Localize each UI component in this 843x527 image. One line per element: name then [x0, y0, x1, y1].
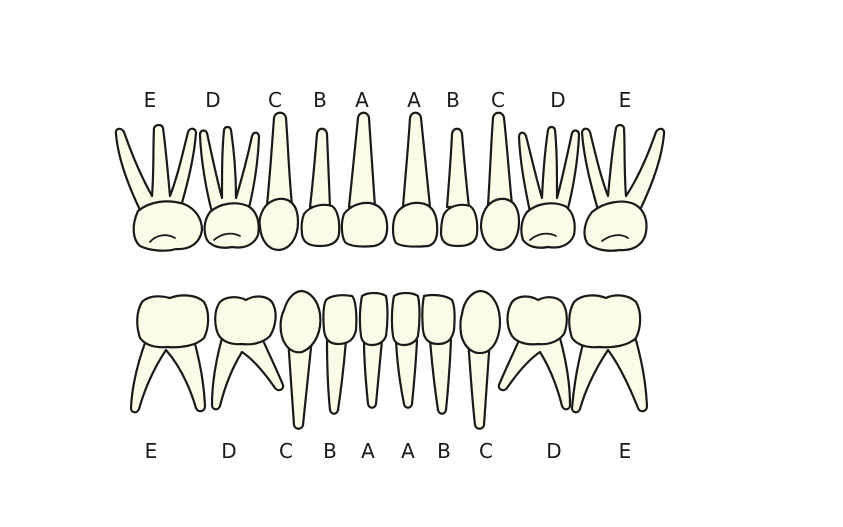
lower-label-a-right: A — [361, 439, 375, 463]
upper-label-a-left: A — [407, 88, 421, 112]
upper-label-a-right: A — [355, 88, 369, 112]
upper-tooth-c-right — [258, 111, 300, 252]
lower-tooth-c-right — [279, 289, 322, 430]
upper-tooth-d-right — [198, 125, 261, 249]
lower-tooth-b-right — [322, 294, 358, 415]
lower-label-e-right: E — [144, 439, 158, 463]
lower-tooth-d-left — [497, 295, 572, 411]
lower-label-d-right: D — [221, 439, 237, 463]
upper-tooth-b-right — [300, 127, 341, 248]
upper-label-e-right: E — [143, 88, 157, 112]
lower-label-a-left: A — [401, 439, 415, 463]
upper-tooth-a-left — [391, 111, 439, 248]
lower-tooth-a-left — [390, 291, 421, 409]
upper-tooth-e-left — [580, 123, 666, 252]
lower-label-d-left: D — [546, 439, 562, 463]
upper-tooth-e-right — [114, 123, 204, 252]
upper-label-e-left: E — [618, 88, 632, 112]
lower-tooth-d-right — [210, 295, 285, 411]
lower-tooth-e-left — [568, 294, 649, 414]
lower-label-b-left: B — [437, 439, 451, 463]
upper-label-b-right: B — [313, 88, 327, 112]
lower-label-c-left: C — [479, 439, 493, 463]
lower-label-b-right: B — [323, 439, 337, 463]
upper-label-c-right: C — [268, 88, 282, 112]
upper-tooth-c-left — [479, 111, 521, 252]
upper-label-b-left: B — [446, 88, 460, 112]
lower-label-e-left: E — [618, 439, 632, 463]
upper-tooth-d-left — [517, 125, 581, 249]
lower-tooth-e-right — [129, 294, 210, 414]
upper-tooth-b-left — [439, 127, 479, 248]
lower-tooth-a-right — [358, 291, 389, 409]
lower-tooth-c-left — [459, 289, 502, 430]
upper-label-c-left: C — [491, 88, 505, 112]
upper-tooth-a-right — [340, 111, 389, 248]
upper-label-d-right: D — [205, 88, 221, 112]
lower-label-c-right: C — [279, 439, 293, 463]
upper-label-d-left: D — [550, 88, 566, 112]
lower-tooth-b-left — [421, 293, 456, 415]
